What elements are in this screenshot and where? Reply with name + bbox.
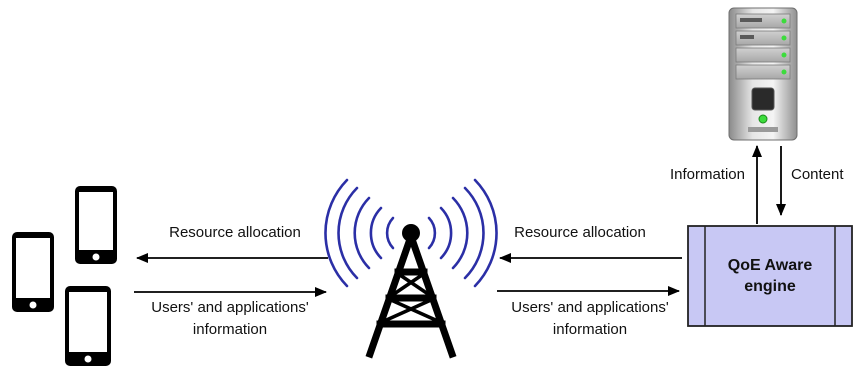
- content-label: Content: [791, 166, 844, 183]
- mobile-devices-group: [12, 186, 117, 366]
- engine-title-line1: QoE Aware: [728, 257, 813, 274]
- radio-tower-icon: [324, 178, 498, 359]
- information-label: Information: [670, 166, 745, 183]
- signal-waves: [324, 178, 498, 288]
- smartphone-icon: [75, 186, 117, 264]
- left-bottom-label-line2: information: [193, 321, 267, 338]
- server-icon: [728, 7, 798, 141]
- qoe-engine-box: QoE Aware engine: [687, 225, 853, 327]
- right-bottom-label-line1: Users' and applications': [511, 299, 669, 316]
- smartphone-icon: [12, 232, 54, 312]
- engine-title-line2: engine: [744, 278, 796, 295]
- smartphone-icon: [65, 286, 111, 366]
- right-top-label: Resource allocation: [514, 224, 646, 241]
- right-bottom-label-line2: information: [553, 321, 627, 338]
- left-top-label: Resource allocation: [169, 224, 301, 241]
- left-bottom-label-line1: Users' and applications': [151, 299, 309, 316]
